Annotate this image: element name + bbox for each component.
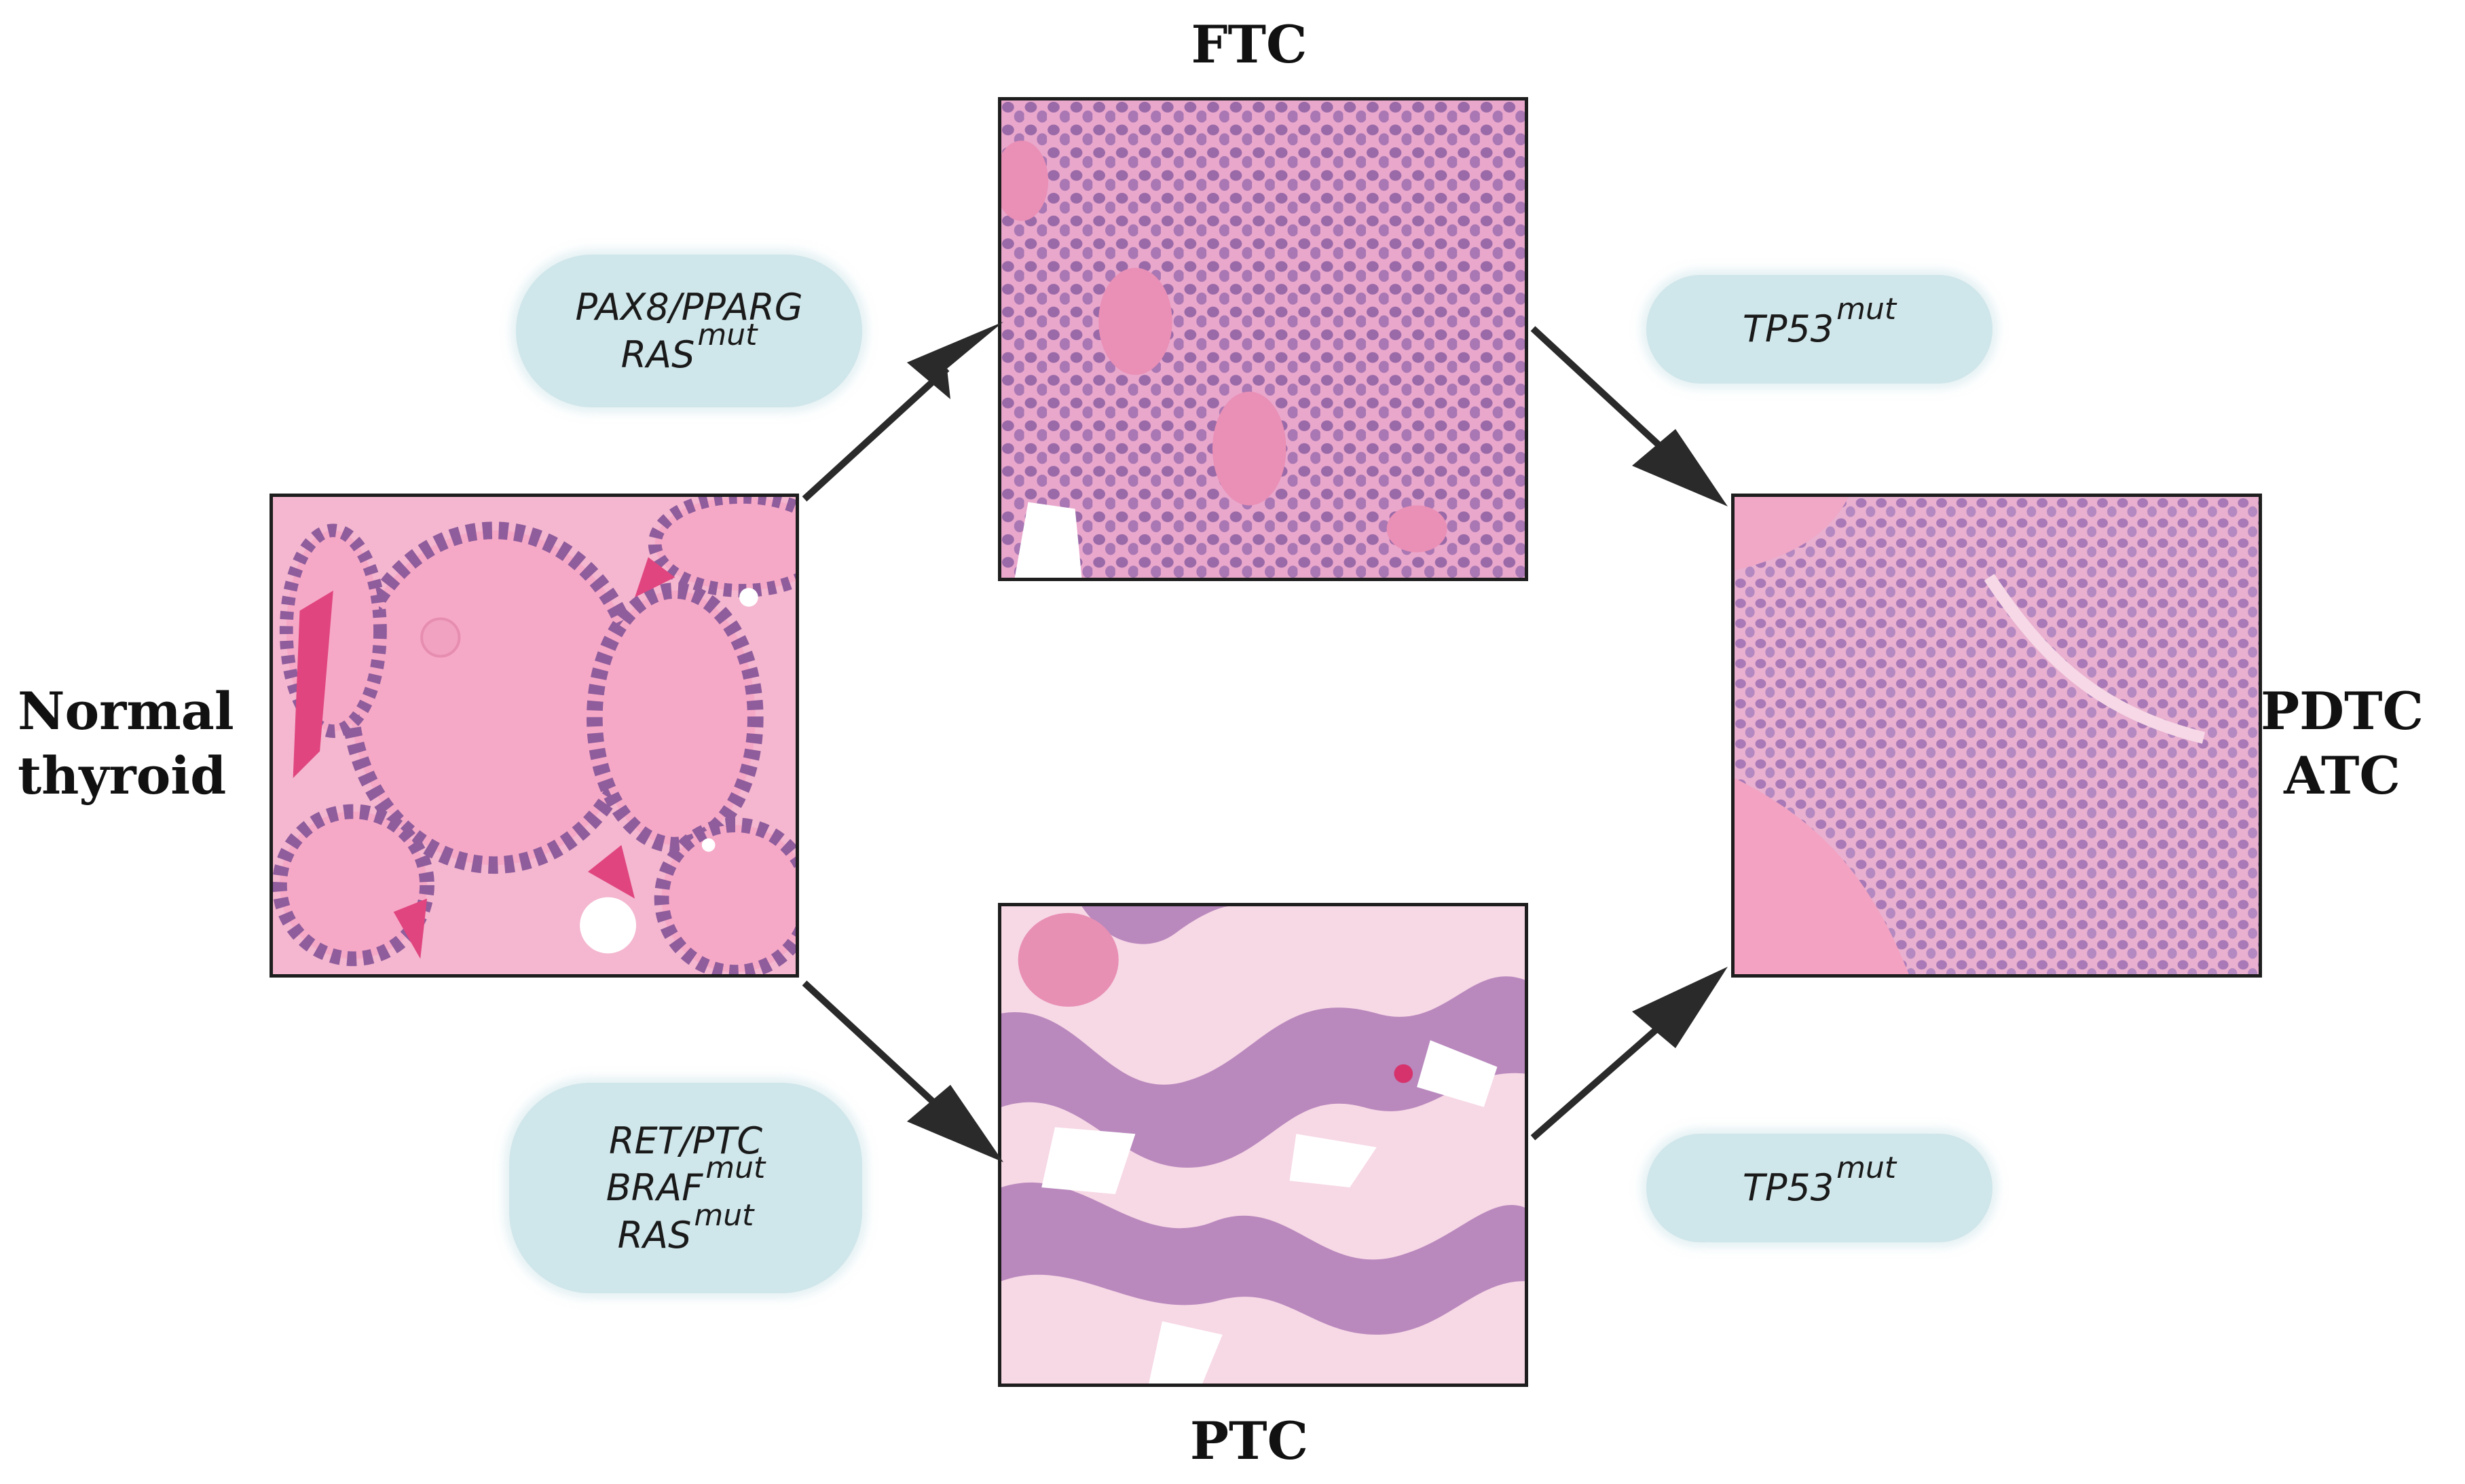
- gene-name: PAX8/PPARG: [575, 286, 803, 329]
- pdtc-atc-histology-image: [1731, 494, 2262, 978]
- mutation-superscript: mut: [1836, 1151, 1897, 1186]
- gene-name: TP53: [1742, 308, 1834, 351]
- gene-name: TP53: [1742, 1166, 1834, 1210]
- ftc-histology-image: [998, 97, 1528, 581]
- ptc-histology-image: [998, 903, 1528, 1387]
- mutation-line: RASmut: [617, 1200, 754, 1259]
- gene-name: RAS: [617, 1213, 692, 1257]
- gene-name: RAS: [620, 333, 695, 376]
- gene-name: RET/PTC: [608, 1119, 763, 1163]
- mutation-line: TP53mut: [1742, 1153, 1896, 1211]
- mutation-pill-normal-to-ftc: PAX8/PPARG RASmut: [516, 255, 862, 407]
- mutation-line: TP53mut: [1742, 295, 1896, 352]
- ptc-label: PTC: [1181, 1409, 1317, 1473]
- pdtc-atc-label-line1: PDTC: [2260, 681, 2424, 741]
- normal-thyroid-label-line2: thyroid: [18, 745, 227, 806]
- mutation-line: RET/PTC: [609, 1117, 762, 1164]
- arrow-ptc-to-pdtc: [1530, 967, 1728, 1140]
- mutation-pill-ftc-to-pdtc: TP53mut: [1646, 275, 1993, 384]
- normal-thyroid-histology-image: [270, 494, 799, 978]
- mutation-pill-normal-to-ptc: RET/PTC BRAFmut RASmut: [509, 1083, 862, 1293]
- mutation-superscript: mut: [705, 1151, 766, 1186]
- pdtc-atc-label: PDTC ATC: [2227, 679, 2458, 808]
- pdtc-atc-label-line2: ATC: [2284, 745, 2401, 806]
- ptc-label-line: PTC: [1189, 1411, 1309, 1471]
- mutation-line: RASmut: [620, 320, 758, 378]
- mutation-pill-ptc-to-pdtc: TP53mut: [1646, 1134, 1993, 1242]
- ftc-label-line: FTC: [1191, 14, 1308, 75]
- ftc-label: FTC: [1181, 12, 1317, 77]
- normal-thyroid-label: Normal thyroid: [18, 679, 248, 808]
- mutation-line: BRAFmut: [606, 1153, 766, 1211]
- gene-name: BRAF: [606, 1166, 703, 1210]
- mutation-superscript: mut: [697, 317, 758, 352]
- mutation-superscript: mut: [694, 1198, 754, 1233]
- mutation-superscript: mut: [1836, 292, 1897, 327]
- mutation-line: PAX8/PPARG: [575, 284, 802, 331]
- normal-thyroid-label-line1: Normal: [18, 681, 234, 741]
